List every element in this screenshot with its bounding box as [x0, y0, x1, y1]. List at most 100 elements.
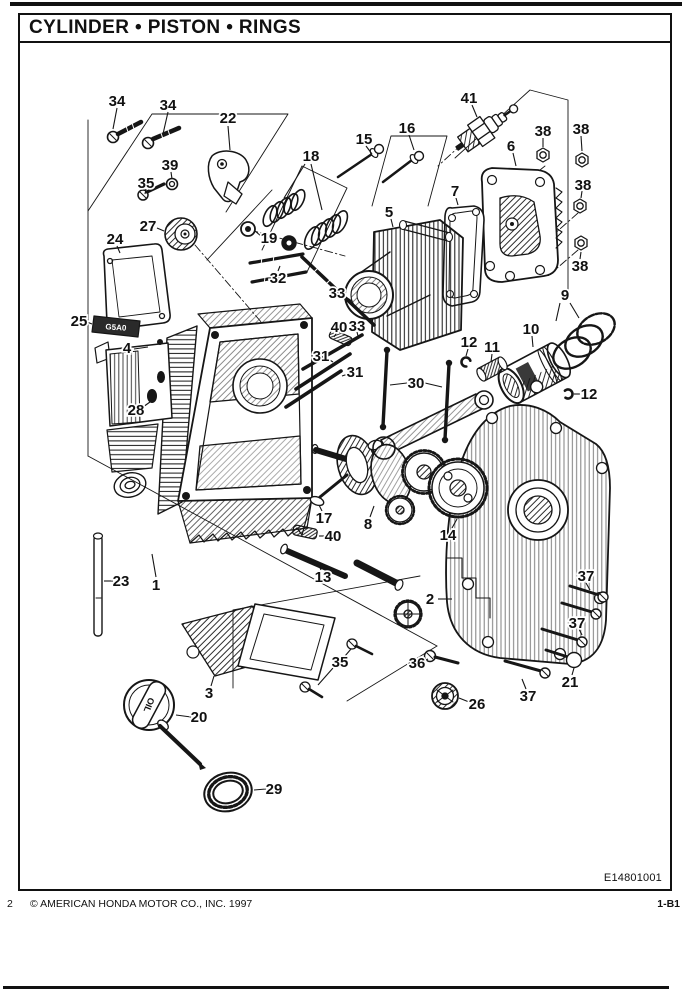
callout-leader-line — [531, 335, 534, 348]
callout-30: 30 — [408, 375, 425, 392]
callout-20: 20 — [191, 709, 208, 726]
crankcase-cover — [445, 404, 611, 665]
callout-leader-line — [490, 353, 493, 363]
callout-7: 7 — [451, 183, 459, 200]
diagram-frame: G5A0 — [18, 43, 672, 891]
callout-27: 27 — [140, 218, 157, 235]
oring — [203, 771, 253, 813]
callout-leader-line — [521, 678, 527, 690]
callout-leader-line — [579, 251, 582, 260]
piston — [497, 342, 572, 405]
camshaft-gear — [384, 457, 489, 629]
callout-leader-line — [86, 321, 93, 325]
callout-11: 11 — [484, 339, 500, 356]
callout-leader-line — [512, 152, 517, 167]
callout-leader-line — [317, 667, 334, 686]
callout-33: 33 — [329, 285, 346, 302]
callout-37: 37 — [569, 615, 586, 632]
callout-leader-line — [283, 163, 306, 199]
breather-plates — [181, 603, 374, 699]
callout-12: 12 — [461, 334, 478, 351]
top-left-bolts — [106, 119, 182, 201]
callout-leader-line — [356, 331, 359, 337]
callout-4: 4 — [123, 340, 132, 357]
callout-16: 16 — [399, 120, 416, 137]
top-rule-bar — [10, 2, 682, 6]
callout-33: 33 — [349, 318, 366, 335]
oil-cap-dipstick — [123, 679, 206, 770]
callout-5: 5 — [385, 204, 393, 221]
stud-cluster — [248, 252, 453, 444]
side-cover — [102, 243, 171, 330]
callout-leader-line — [310, 163, 323, 211]
callout-leader-line — [112, 107, 118, 130]
callout-leader-line — [365, 145, 373, 155]
callout-28: 28 — [128, 402, 145, 419]
callout-34: 34 — [109, 93, 126, 110]
callout-19: 19 — [261, 230, 278, 247]
callout-26: 26 — [469, 696, 486, 713]
callout-36: 36 — [409, 655, 426, 672]
callout-38: 38 — [573, 121, 590, 138]
page-footer: 2 © AMERICAN HONDA MOTOR CO., INC. 1997 … — [0, 898, 690, 912]
callout-leader-line — [569, 302, 580, 319]
callout-2: 2 — [426, 591, 434, 608]
callout-41: 41 — [461, 90, 478, 107]
piston-rings — [552, 312, 616, 370]
callout-17: 17 — [316, 510, 333, 527]
callout-leader-line — [341, 373, 349, 377]
piston-pin — [476, 356, 508, 382]
callout-leader-line — [585, 582, 591, 591]
callout-29: 29 — [266, 781, 283, 798]
callout-23: 23 — [113, 573, 130, 590]
callout-32: 32 — [270, 270, 287, 287]
bottom-rule-bar — [3, 986, 669, 989]
governor-arm — [207, 150, 250, 205]
callout-38: 38 — [535, 123, 552, 140]
callout-leader-line — [458, 697, 470, 703]
callout-22: 22 — [220, 110, 237, 127]
footer-copyright: © AMERICAN HONDA MOTOR CO., INC. 1997 — [30, 898, 253, 910]
callout-40: 40 — [331, 319, 348, 336]
callout-14: 14 — [440, 527, 457, 544]
callout-leader-line — [344, 648, 352, 657]
callout-leader-line — [162, 111, 169, 135]
callout-leader-line — [254, 230, 262, 237]
callout-leader-line — [133, 346, 149, 350]
callout-leader-line — [571, 667, 575, 676]
footer-section-code: 1-B1 — [657, 898, 680, 910]
flange-nuts — [536, 147, 589, 251]
callout-35: 35 — [138, 175, 155, 192]
callout-leader-line — [327, 358, 334, 363]
callout-9: 9 — [561, 287, 569, 304]
callout-leader-line — [170, 171, 173, 180]
callout-leader-line — [333, 331, 338, 338]
valve-springs — [262, 188, 349, 250]
callout-34: 34 — [160, 97, 177, 114]
page-title: CYLINDER • PISTON • RINGS — [29, 17, 302, 38]
callout-leader-line — [455, 197, 459, 206]
callout-leader-line — [390, 218, 394, 228]
spark-plug — [455, 104, 519, 153]
callout-leader-line — [471, 104, 478, 118]
footer-page-number: 2 — [7, 898, 13, 910]
callout-18: 18 — [303, 148, 320, 165]
callout-leader-line — [227, 125, 231, 151]
callout-leader-line — [210, 675, 215, 687]
callout-38: 38 — [575, 177, 592, 194]
callout-24: 24 — [107, 231, 124, 248]
callout-38: 38 — [572, 258, 589, 275]
callout-37: 37 — [520, 688, 537, 705]
callout-leader-line — [555, 302, 561, 322]
callout-leader-line — [465, 348, 469, 357]
exploded-parts-diagram: G5A0 — [69, 88, 616, 813]
callout-37: 37 — [578, 568, 595, 585]
title-box: CYLINDER • PISTON • RINGS — [18, 13, 672, 43]
pin-clips — [460, 356, 574, 400]
emblem-plate: G5A0 — [91, 315, 141, 338]
spring-retainers — [240, 221, 297, 251]
callout-leader-line — [253, 788, 267, 791]
valve-chamber — [94, 339, 173, 427]
callout-leader-line — [151, 553, 157, 578]
callout-31: 31 — [347, 364, 364, 381]
